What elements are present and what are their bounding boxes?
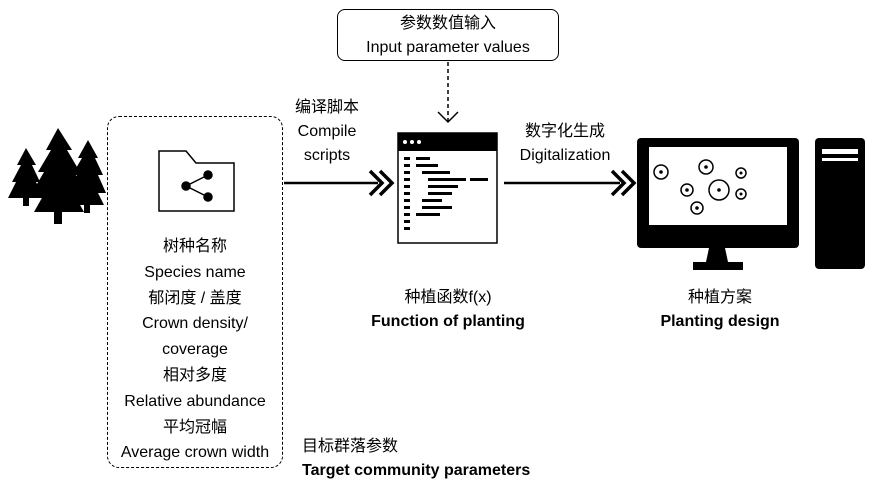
pc-tower-icon [815,138,865,269]
input-params-zh: 参数数值输入 [399,15,496,32]
target-zh: 目标群落参数 [302,438,399,455]
compile-en-1: Compile [297,123,357,140]
compile-en-2: scripts [303,147,351,164]
compile-zh: 编译脚本 [294,99,359,116]
target-community-box [107,116,283,468]
function-zh: 种植函数f(x) [404,289,492,306]
code-editor-icon [397,132,498,244]
param-item: 郁闭度 / 盖度 [148,289,242,307]
design-zh: 种植方案 [687,289,752,306]
param-item: 树种名称 [162,238,227,255]
monitor-icon [637,138,799,270]
digitalization-arrow [504,169,637,197]
digitalization-en: Digitalization [519,147,611,164]
function-en: Function of planting [371,313,525,330]
input-params-en: Input parameter values [366,39,530,56]
input-arrow [437,62,459,124]
digitalization-zh: 数字化生成 [524,123,605,140]
param-item: 相对多度 [162,366,227,384]
parameter-list: 树种名称 Species name 郁闭度 / 盖度 Crown density… [107,234,283,466]
input-parameters-box [337,9,559,61]
target-en: Target community parameters [302,462,531,479]
param-item: Crown density/ [142,315,248,333]
design-en: Planting design [660,313,780,330]
param-item: coverage [162,341,228,359]
param-item: Average crown width [120,444,270,462]
param-item: 平均冠幅 [162,418,227,436]
tree-icon [8,128,106,224]
folder-share-icon [158,150,235,212]
compile-arrow [284,169,395,197]
param-item: Relative abundance [124,392,266,410]
param-item: Species name [144,263,246,281]
